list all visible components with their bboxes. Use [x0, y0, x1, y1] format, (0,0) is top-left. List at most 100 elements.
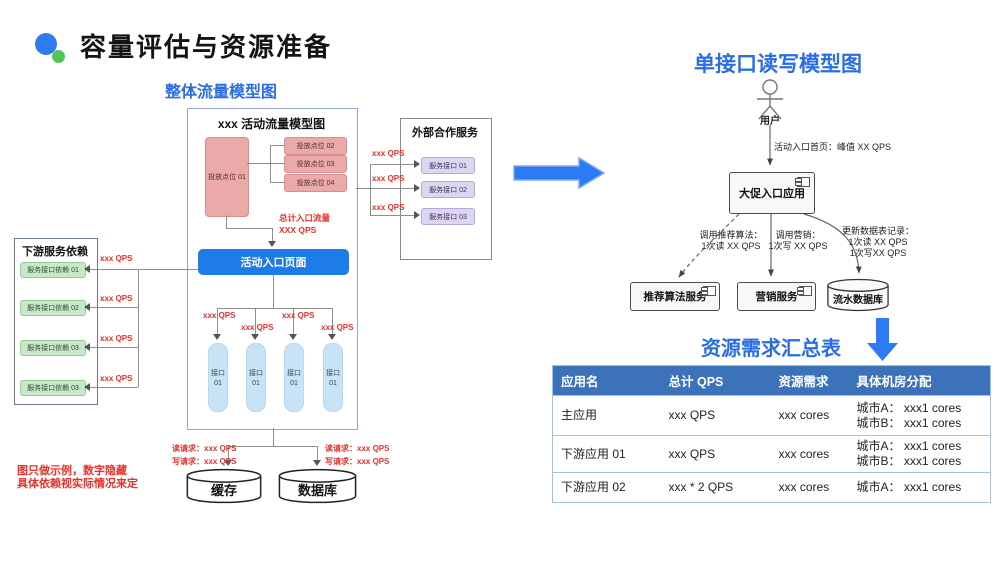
interface-box-number: 01	[329, 380, 337, 387]
arrowhead-icon	[414, 211, 420, 219]
connector-line	[332, 308, 333, 335]
cell-alloc: 城市A： xxx1 cores 城市B： xxx1 cores	[849, 396, 991, 436]
overall-flow-heading: 整体流量模型图	[164, 84, 277, 101]
call-rec-line2: 1次读 XX QPS	[701, 241, 761, 251]
connector-line	[255, 308, 256, 335]
interface-box-label: 接口	[326, 370, 340, 377]
connector-line	[90, 387, 138, 388]
database-cylinder: 数据库	[277, 468, 358, 504]
interface-box-number: 01	[252, 380, 260, 387]
connector-line	[272, 228, 273, 242]
qps-label: xxx QPS	[100, 254, 133, 263]
main-app-label: 大促入口应用	[739, 188, 805, 200]
arrowhead-icon	[414, 184, 420, 192]
single-interface-heading: 单接口读写模型图	[694, 53, 862, 76]
component-icon	[701, 286, 716, 296]
connector-line	[273, 275, 274, 308]
rec-service-label: 推荐算法服务	[643, 291, 707, 303]
qps-label: xxx QPS	[372, 149, 405, 158]
qps-label: xxx QPS	[100, 334, 133, 343]
call-mkt-line2: 1次写 XX QPS	[768, 241, 828, 251]
interface-box-label: 接口	[287, 370, 301, 377]
external-service-box: 服务接口 01	[421, 157, 475, 174]
header-cell-alloc: 具体机房分配	[848, 365, 991, 396]
cell-resource: xxx cores	[778, 480, 830, 494]
alloc-line: 城市B： xxx1 cores	[856, 454, 962, 468]
cache-cylinder: 缓存	[185, 468, 263, 504]
connector-line	[90, 269, 198, 270]
total-entry-qps: XXX QPS	[279, 225, 317, 235]
main-app-box: 大促入口应用	[729, 172, 815, 214]
connector-line	[270, 145, 284, 146]
note-text: 图只做示例，数字隐藏 具体依赖视实际情况来定	[17, 465, 138, 491]
arrowhead-icon	[84, 265, 90, 273]
interface-box-label: 接口	[211, 370, 225, 377]
qps-label: xxx QPS	[321, 323, 354, 332]
connector-line	[370, 164, 371, 216]
alloc-line: 城市A： xxx1 cores	[856, 480, 962, 494]
note-line2: 具体依赖视实际情况来定	[17, 478, 138, 490]
header-cell-qps: 总计 QPS	[660, 365, 771, 396]
interface-box: 接口 01	[284, 343, 304, 412]
arrowhead-icon	[224, 460, 232, 466]
connector-line	[226, 215, 227, 229]
header-cell-app: 应用名	[552, 365, 661, 396]
total-entry-label: 总计入口流量	[279, 213, 331, 223]
arrowhead-icon	[251, 334, 259, 340]
connector-line	[217, 308, 218, 335]
interface-box: 接口 01	[323, 343, 343, 412]
interface-box: 接口 01	[208, 343, 228, 412]
connector-line	[228, 446, 229, 461]
arrowhead-icon	[84, 343, 90, 351]
mkt-service-box: 营销服务	[737, 282, 816, 311]
alloc-line: 城市A： xxx1 cores	[856, 400, 962, 415]
external-service-box: 服务接口 03	[421, 208, 475, 225]
cell-qps: xxx QPS	[668, 408, 716, 422]
connector-line	[270, 145, 271, 183]
service-dep-box: 服务接口依赖 03	[20, 340, 86, 356]
header-cell-resource: 资源需求	[770, 365, 849, 396]
write-request-label: 写请求：xxx QPS	[325, 457, 390, 466]
external-service-box: 服务接口 02	[421, 181, 475, 198]
flow-model-title: xxx 活动流量模型图	[217, 117, 326, 131]
update-db-line2: 1次读 XX QPS	[848, 237, 908, 247]
update-db-line3: 1次写XX QPS	[849, 248, 907, 258]
cell-alloc: 城市A： xxx1 cores 城市B： xxx1 cores	[849, 436, 991, 473]
interface-box-number: 01	[214, 380, 222, 387]
cell-app: 主应用	[561, 408, 598, 422]
alloc-line: 城市A： xxx1 cores	[856, 439, 962, 453]
alloc-line: 城市B： xxx1 cores	[856, 415, 962, 430]
component-icon	[795, 177, 810, 187]
qps-label: xxx QPS	[241, 323, 274, 332]
note-line1: 图只做示例，数字隐藏	[17, 465, 127, 477]
mkt-service-label: 营销服务	[755, 291, 798, 303]
service-dep-box: 服务接口依赖 02	[20, 300, 86, 316]
call-rec-line1: 调用推荐算法：	[699, 230, 763, 240]
page-title: 容量评估与资源准备	[80, 32, 333, 62]
qps-label: xxx QPS	[282, 311, 315, 320]
connector-line	[293, 308, 294, 335]
service-dep-box: 服务接口依赖 03	[20, 380, 86, 396]
placement-box: 投放点位 02	[284, 137, 347, 155]
read-request-label: 读请求：xxx QPS	[325, 444, 390, 453]
entry-qps-label: 活动入口首页：峰值 XX QPS	[774, 142, 892, 152]
cell-app: 下游应用 01	[561, 446, 626, 461]
cell-resource: xxx cores	[778, 446, 830, 461]
arrowhead-icon	[328, 334, 336, 340]
read-request-label: 读请求：xxx QPS	[172, 444, 237, 453]
arrowhead-icon	[84, 303, 90, 311]
call-rec-label: 调用推荐算法： 1次读 XX QPS	[693, 230, 769, 252]
cell-qps: xxx QPS	[668, 446, 716, 461]
qps-label: xxx QPS	[372, 203, 405, 212]
cell-qps: xxx * 2 QPS	[668, 480, 734, 494]
logo-green-dot-icon	[52, 50, 65, 63]
connector-line	[90, 307, 138, 308]
table-row: 下游应用 01 xxx QPS xxx cores 城市A： xxx1 core…	[552, 435, 991, 473]
user-label: 用户	[760, 116, 780, 127]
component-icon	[797, 286, 812, 296]
rec-service-box: 推荐算法服务	[630, 282, 720, 311]
connector-line	[90, 347, 138, 348]
cell-resource: xxx cores	[778, 408, 830, 422]
connector-line	[217, 308, 332, 309]
